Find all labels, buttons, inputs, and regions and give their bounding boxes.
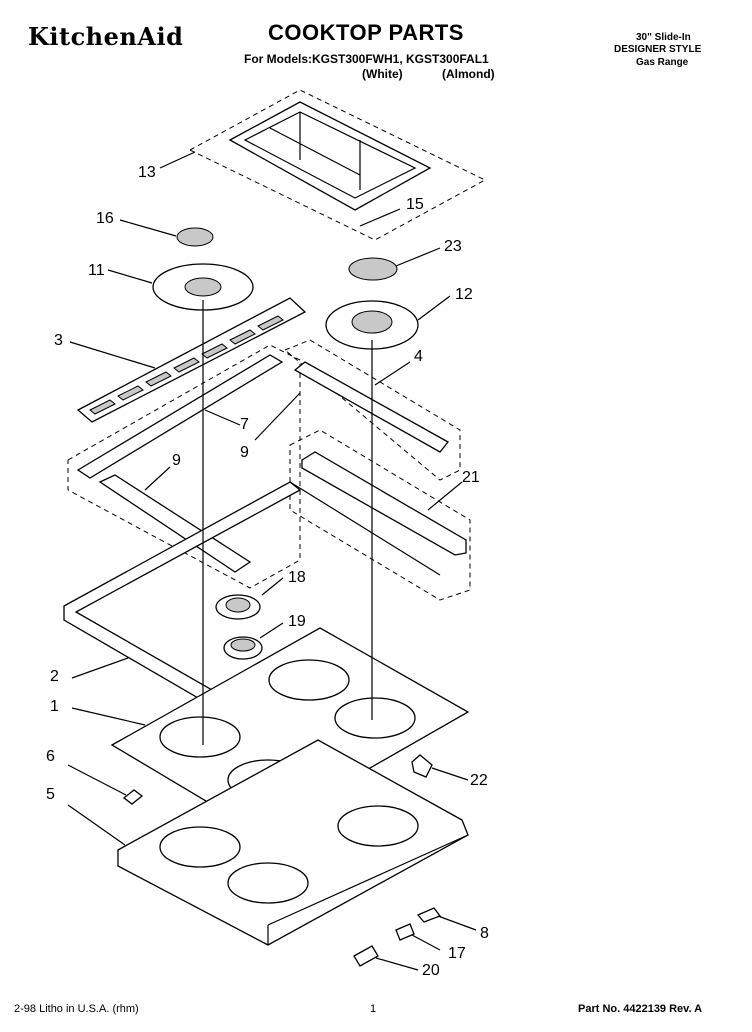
part-clip-6 (122, 789, 144, 805)
range-style-label: DESIGNER STYLE (614, 44, 702, 55)
callout-8: 8 (480, 925, 489, 942)
callout-19: 19 (288, 613, 306, 630)
callout-9-left: 9 (172, 452, 181, 469)
part-orifice-17 (395, 923, 415, 941)
part-burner-base-12 (325, 300, 419, 350)
callout-12: 12 (455, 286, 473, 303)
part-burner-cap-23 (348, 257, 398, 281)
part-burner-19 (223, 636, 263, 660)
callout-6: 6 (46, 748, 55, 765)
part-grate-13 (188, 89, 487, 241)
callout-13: 13 (138, 164, 156, 181)
callout-3: 3 (54, 332, 63, 349)
callout-1: 1 (50, 698, 59, 715)
callout-20: 20 (422, 962, 440, 979)
part-vent-strip-3 (76, 297, 307, 423)
part-rail-7 (76, 354, 284, 479)
right-rail-outline (284, 339, 461, 481)
page-title: COOKTOP PARTS (268, 20, 464, 45)
color-white-label: (White) (362, 67, 403, 81)
part-burner-base-11 (152, 263, 254, 311)
footer-litho: 2-98 Litho in U.S.A. (rhm) (14, 1003, 139, 1015)
footer-page-number: 1 (370, 1003, 377, 1015)
callout-16: 16 (96, 210, 114, 227)
leader-lines (67, 151, 477, 971)
models-line: For Models:KGST300FWH1, KGST300FAL1 (244, 52, 489, 66)
callout-11: 11 (88, 262, 105, 279)
part-igniter-20 (353, 945, 379, 967)
part-burner-cap-16 (176, 227, 214, 247)
range-size-label: 30" Slide-In (636, 32, 691, 43)
part-rail-21 (301, 451, 467, 556)
callout-23: 23 (444, 238, 462, 255)
footer-part-number: Part No. 4422139 Rev. A (578, 1003, 703, 1015)
callout-7: 7 (240, 416, 249, 433)
callout-5: 5 (46, 786, 55, 803)
part-burner-box-5 (117, 739, 469, 946)
brand-logo: KitchenAid (28, 22, 184, 51)
range-type-label: Gas Range (636, 57, 689, 68)
callout-17: 17 (448, 945, 466, 962)
part-switch-8 (416, 907, 442, 923)
part-bracket-22 (411, 754, 433, 778)
color-almond-label: (Almond) (442, 67, 495, 81)
callout-4: 4 (414, 348, 423, 365)
callout-9-right: 9 (240, 444, 249, 461)
callout-2: 2 (50, 668, 59, 685)
part-burner-18 (215, 594, 261, 620)
rail-assembly-outline (67, 344, 301, 589)
callout-15: 15 (406, 196, 424, 213)
callout-22: 22 (470, 772, 488, 789)
callout-21: 21 (462, 469, 480, 486)
callout-18: 18 (288, 569, 306, 586)
